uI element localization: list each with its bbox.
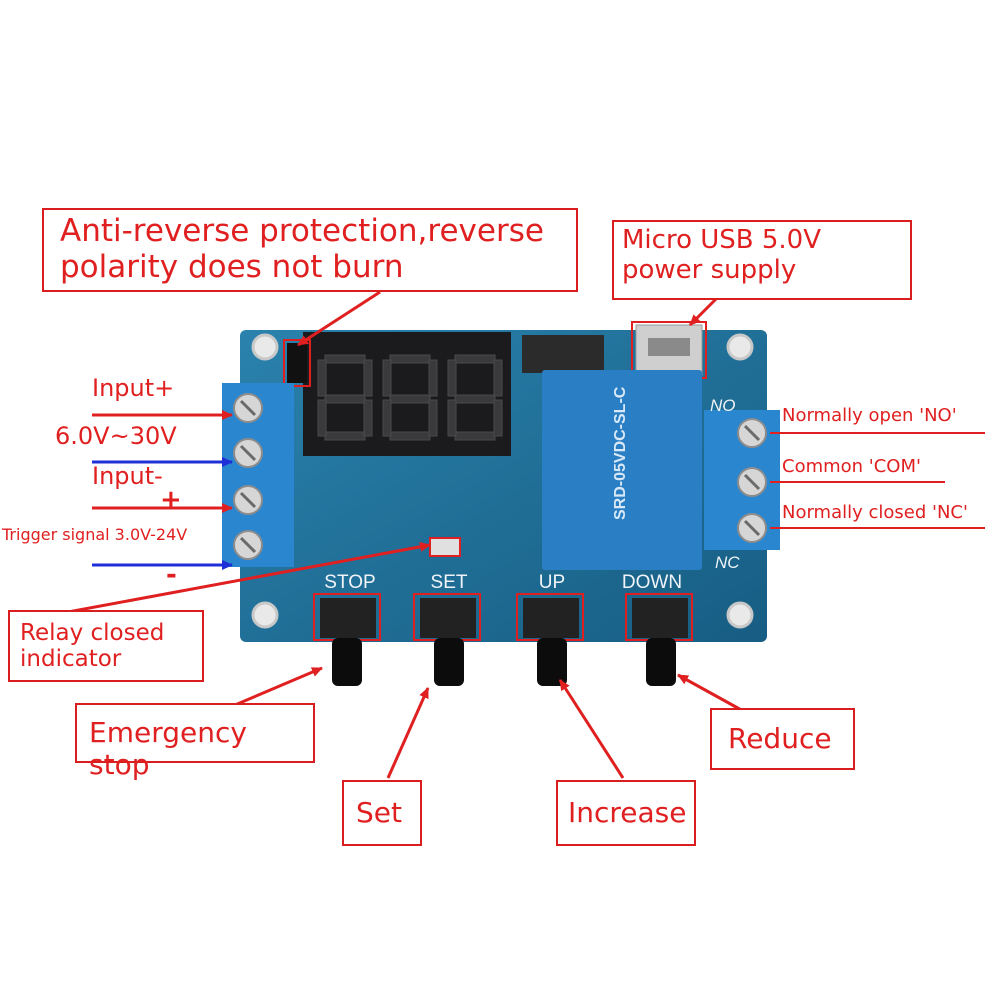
reduce-text: Reduce bbox=[728, 722, 832, 755]
stop-button[interactable] bbox=[313, 593, 381, 686]
up-label: UP bbox=[539, 572, 565, 593]
common-label: Common 'COM' bbox=[782, 456, 921, 477]
set-text: Set bbox=[356, 796, 402, 829]
reduce-callout: Reduce bbox=[710, 708, 855, 770]
stop-label: STOP bbox=[324, 572, 375, 593]
input-plus-label: Input+ bbox=[92, 374, 175, 402]
mounting-hole bbox=[251, 601, 279, 629]
set-button[interactable] bbox=[413, 593, 481, 686]
micro-usb-text: Micro USB 5.0V power supply bbox=[622, 225, 822, 285]
relay-indicator-led bbox=[429, 537, 461, 557]
down-label: DOWN bbox=[622, 572, 682, 593]
mounting-hole bbox=[726, 333, 754, 361]
normally-closed-label: Normally closed 'NC' bbox=[782, 502, 968, 523]
callout-leaders bbox=[67, 290, 746, 779]
protection-highlight-box bbox=[283, 339, 311, 387]
emergency-stop-callout: Emergency stop bbox=[75, 703, 315, 781]
mounting-hole bbox=[726, 601, 754, 629]
input-terminal-block bbox=[222, 383, 294, 567]
set-label: SET bbox=[431, 572, 468, 593]
protection-diode bbox=[287, 343, 307, 383]
button-labels: STOP SET UP DOWN bbox=[324, 572, 682, 593]
terminal-nc-label: NC bbox=[715, 553, 740, 572]
set-callout: Set bbox=[342, 780, 422, 846]
relay: SRD-05VDC-SL-C bbox=[542, 370, 702, 570]
micro-usb-port bbox=[631, 321, 707, 379]
input-arrows bbox=[92, 410, 233, 570]
terminal-no-label: NO bbox=[710, 396, 736, 415]
trigger-signal-label: Trigger signal 3.0V-24V bbox=[2, 525, 188, 544]
trigger-plus-label: + bbox=[160, 485, 182, 515]
mounting-hole bbox=[251, 333, 279, 361]
push-buttons bbox=[313, 593, 693, 686]
output-terminal-block bbox=[704, 410, 780, 550]
up-button[interactable] bbox=[516, 593, 584, 686]
anti-reverse-text: Anti-reverse protection,reverse polarity… bbox=[60, 213, 544, 285]
normally-open-label: Normally open 'NO' bbox=[782, 405, 957, 426]
relay-indicator-text: Relay closed indicator bbox=[20, 620, 165, 673]
emergency-stop-text: Emergency stop bbox=[89, 716, 247, 782]
anti-reverse-callout: Anti-reverse protection,reverse polarity… bbox=[42, 208, 578, 292]
input-minus-label: Input- bbox=[92, 462, 163, 490]
micro-usb-callout: Micro USB 5.0V power supply bbox=[612, 220, 912, 300]
increase-callout: Increase bbox=[556, 780, 696, 846]
relay-brand-text: SRD-05VDC-SL-C bbox=[612, 386, 629, 520]
down-button[interactable] bbox=[625, 593, 693, 686]
relay-indicator-callout: Relay closed indicator bbox=[8, 610, 204, 682]
seven-segment-display bbox=[303, 332, 511, 456]
increase-text: Increase bbox=[568, 796, 687, 829]
output-leader-lines bbox=[770, 432, 985, 529]
regulator-chip bbox=[522, 335, 604, 373]
voltage-range-label: 6.0V~30V bbox=[55, 422, 177, 450]
trigger-minus-label: - bbox=[166, 560, 177, 590]
